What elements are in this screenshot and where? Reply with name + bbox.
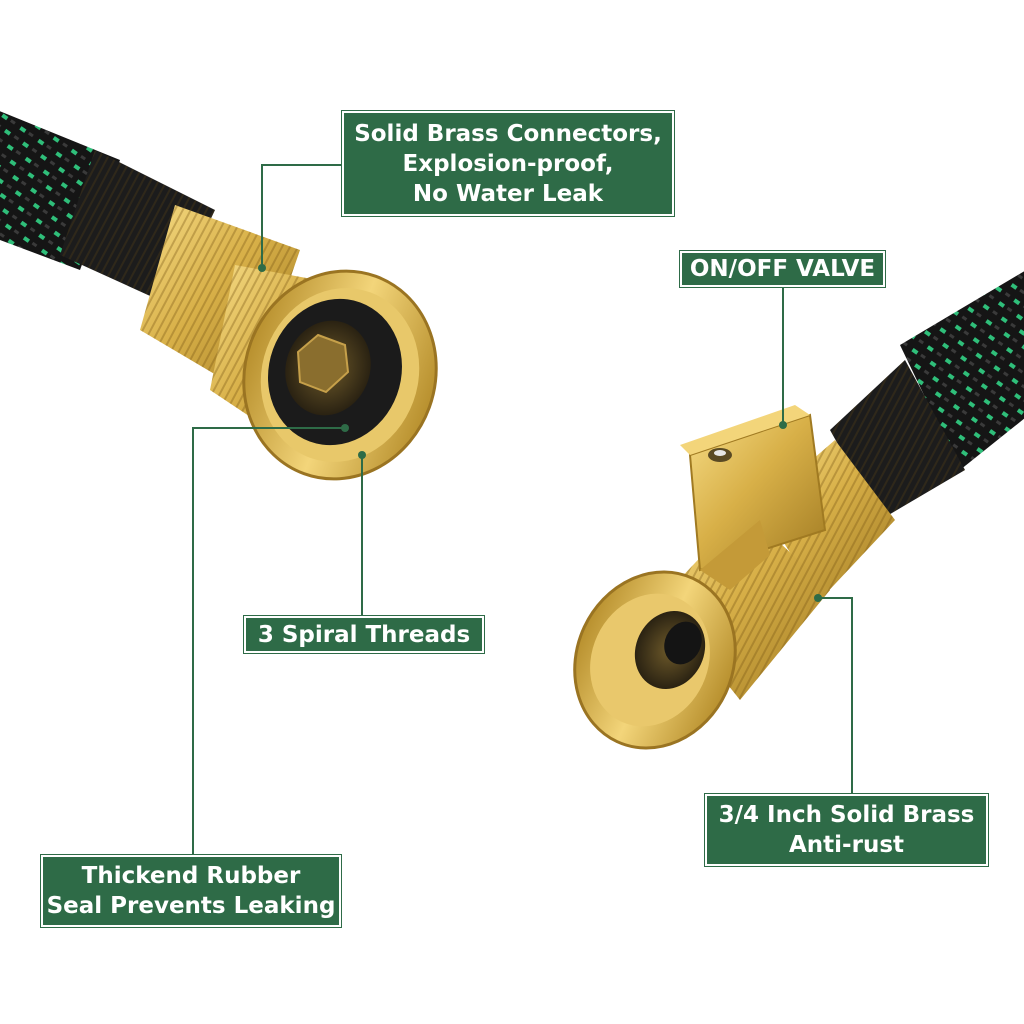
callout-brass-connectors: Solid Brass Connectors, Explosion-proof,… xyxy=(342,111,674,216)
leader-line-solid-brass xyxy=(818,597,853,795)
callout-rubber-seal-line-1: Thickend Rubber xyxy=(81,863,301,889)
callout-brass-connectors-line-2: Explosion-proof, xyxy=(402,150,614,177)
leader-line-brass-connectors xyxy=(261,164,345,268)
callout-threads-line-1: 3 Spiral Threads xyxy=(257,621,471,648)
callout-solid-brass-line-1: 3/4 Inch Solid Brass xyxy=(718,802,975,828)
leader-dot-rubber-seal xyxy=(341,424,349,432)
callout-rubber-seal-line-2: Seal Prevents Leaking xyxy=(46,893,336,919)
leader-dot-brass-connectors xyxy=(258,264,266,272)
callout-brass-connectors-line-1: Solid Brass Connectors, xyxy=(354,120,662,147)
male-brass-connector xyxy=(573,440,895,750)
leader-line-rubber-seal xyxy=(192,427,345,855)
leader-dot-threads xyxy=(358,451,366,459)
callout-solid-brass-line-2: Anti-rust xyxy=(789,832,904,858)
callout-threads: 3 Spiral Threads xyxy=(244,616,484,653)
female-brass-connector xyxy=(140,205,438,481)
callout-valve-line-1: ON/OFF VALVE xyxy=(689,256,876,282)
leader-dot-valve xyxy=(779,421,787,429)
callout-rubber-seal: Thickend Rubber Seal Prevents Leaking xyxy=(41,855,341,927)
leader-dot-solid-brass xyxy=(814,594,822,602)
callout-valve: ON/OFF VALVE xyxy=(680,251,885,287)
valve-handle xyxy=(680,405,827,590)
callout-brass-connectors-line-3: No Water Leak xyxy=(412,180,604,207)
callout-solid-brass: 3/4 Inch Solid Brass Anti-rust xyxy=(705,794,988,866)
leader-lines xyxy=(192,164,853,855)
